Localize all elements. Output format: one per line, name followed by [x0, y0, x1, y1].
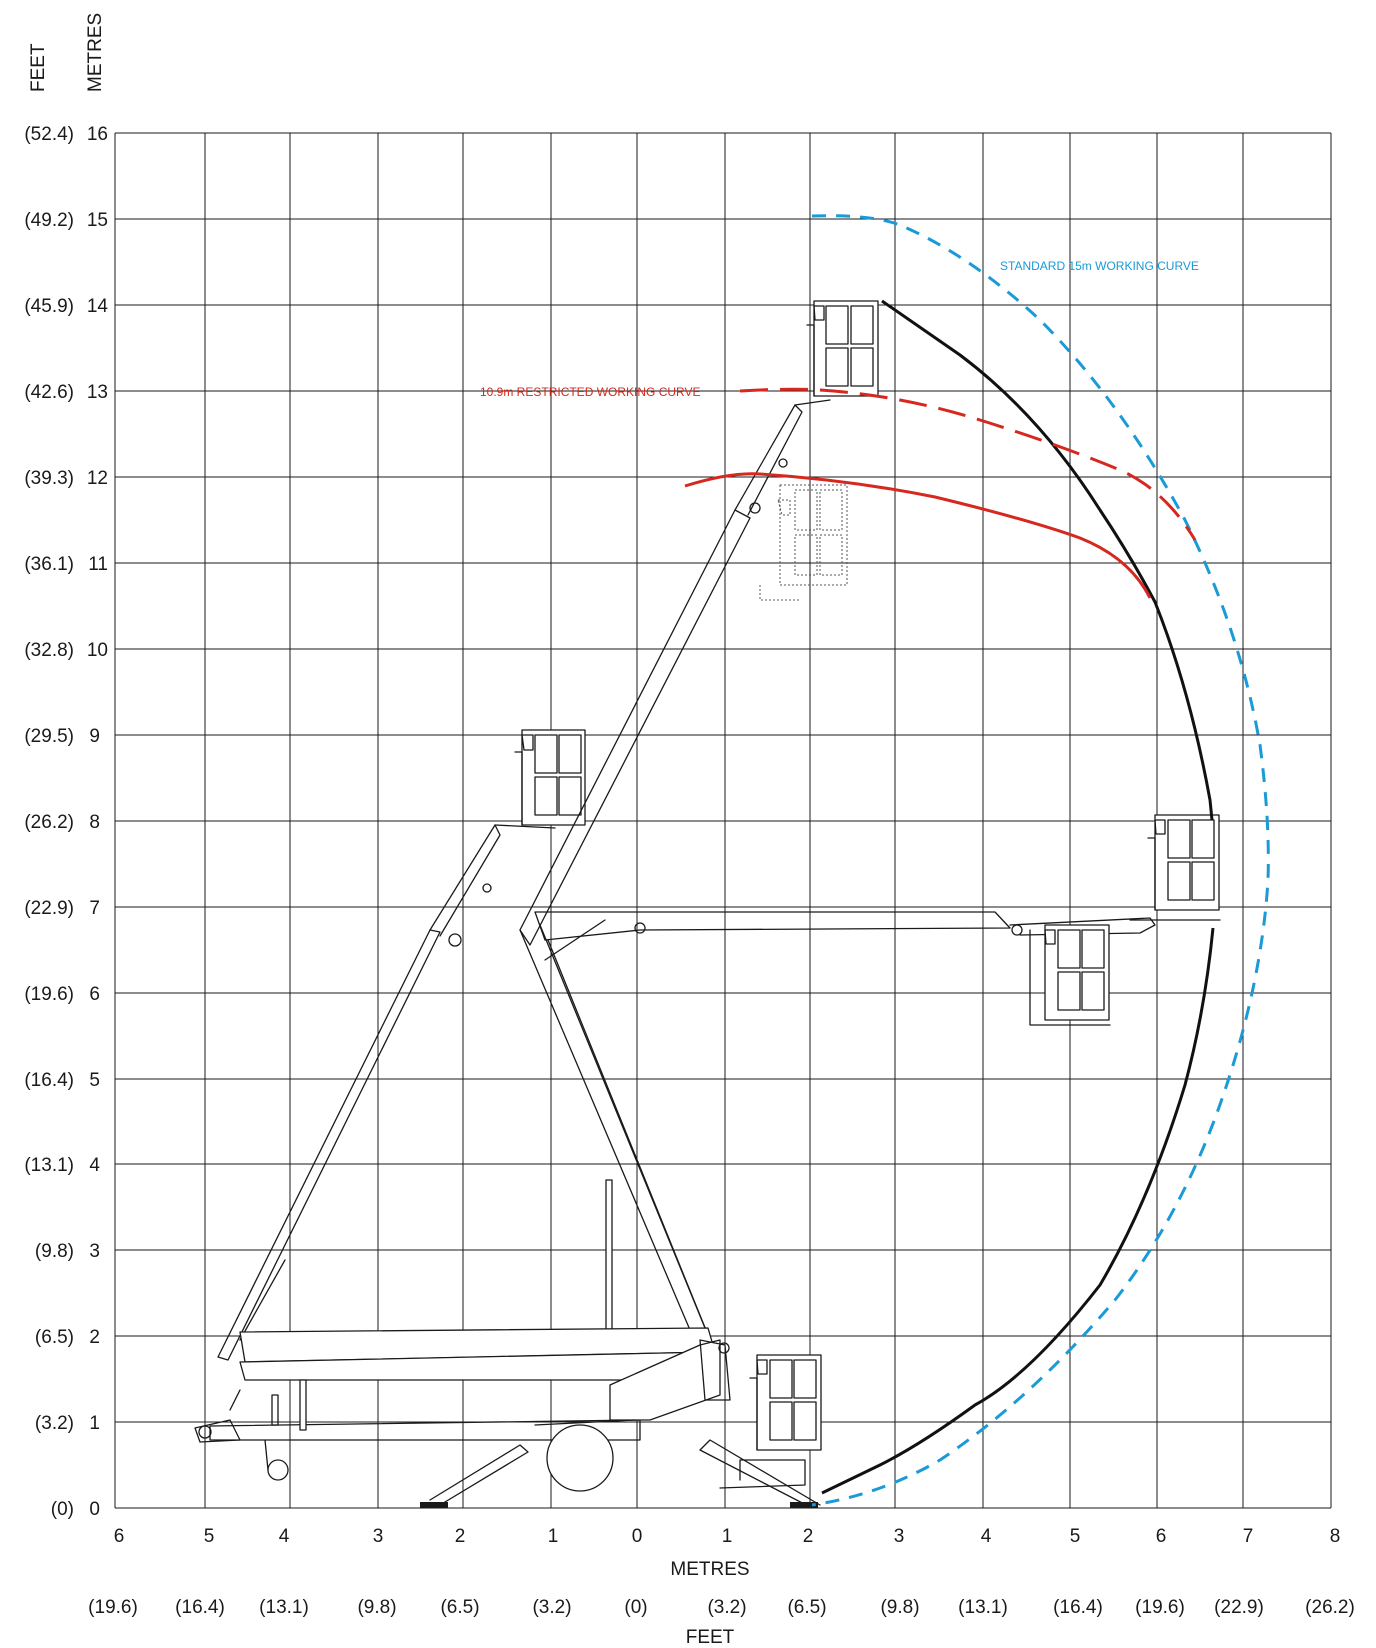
y-metre-tick: 7 [89, 898, 100, 919]
y-feet-tick: (9.8) [35, 1241, 74, 1262]
x-metre-tick: 3 [894, 1526, 905, 1547]
trailer-lift-illustration [194, 300, 1221, 1509]
platform-hanging [1029, 924, 1111, 1026]
y-axis-unit-metres: METRES [85, 13, 106, 92]
x-feet-tick: (6.5) [787, 1597, 826, 1618]
y-metre-tick: 8 [89, 812, 100, 833]
x-metre-tick: 2 [455, 1526, 466, 1547]
y-metre-tick: 3 [89, 1241, 100, 1262]
restricted-working-curve-dashed [739, 387, 1197, 541]
boom-position-horizontal [534, 814, 1221, 1026]
lower-arm [519, 924, 709, 1336]
restricted-curve-label: 10.9m RESTRICTED WORKING CURVE [480, 385, 700, 399]
y-feet-tick: (32.8) [24, 640, 74, 661]
x-feet-tick: (6.5) [440, 1597, 479, 1618]
grid [114, 132, 1332, 1509]
x-feet-tick: (3.2) [707, 1597, 746, 1618]
working-curves: STANDARD 15m WORKING CURVE 10.9m RESTRIC… [480, 214, 1270, 1507]
y-metre-tick: 5 [89, 1070, 100, 1091]
standard-curve-label: STANDARD 15m WORKING CURVE [1000, 259, 1199, 273]
x-feet-tick: (19.6) [1135, 1597, 1185, 1618]
y-feet-tick: (39.3) [24, 468, 74, 489]
y-feet-tick: (13.1) [24, 1155, 74, 1176]
boom-position-left [217, 729, 586, 1361]
wheel [546, 1424, 614, 1492]
y-feet-tick: (3.2) [35, 1413, 74, 1434]
x-metre-tick: 7 [1243, 1526, 1254, 1547]
x-metre-tick: 5 [204, 1526, 215, 1547]
y-feet-tick: (49.2) [24, 210, 74, 231]
chassis [194, 1327, 822, 1509]
x-metre-tick: 1 [722, 1526, 733, 1547]
y-feet-tick: (29.5) [24, 726, 74, 747]
x-feet-tick: (9.8) [880, 1597, 919, 1618]
y-feet-tick: (22.9) [24, 898, 74, 919]
y-feet-tick: (42.6) [24, 382, 74, 403]
x-feet-tick: (3.2) [532, 1597, 571, 1618]
platform-left [514, 729, 586, 826]
x-metre-tick: 4 [279, 1526, 290, 1547]
x-metre-tick: 0 [632, 1526, 643, 1547]
x-metre-tick: 6 [1156, 1526, 1167, 1547]
x-metre-tick: 8 [1330, 1526, 1341, 1547]
platform-stowed [719, 1354, 822, 1489]
outreach-envelope-lower-curve [821, 927, 1215, 1495]
x-metre-tick: 5 [1070, 1526, 1081, 1547]
platform-top [806, 300, 879, 397]
y-feet-tick: (0) [51, 1499, 74, 1520]
y-feet-tick: (16.4) [24, 1070, 74, 1091]
x-feet-tick: (22.9) [1214, 1597, 1264, 1618]
y-feet-tick: (45.9) [24, 296, 74, 317]
platform-far-right [1147, 814, 1220, 911]
y-metre-tick: 11 [88, 554, 108, 575]
y-metre-tick: 16 [87, 124, 108, 145]
y-metre-tick: 4 [89, 1155, 100, 1176]
x-metre-tick: 2 [803, 1526, 814, 1547]
x-axis-unit-feet: FEET [686, 1627, 735, 1648]
x-metre-tick: 6 [114, 1526, 125, 1547]
standard-working-curve [811, 214, 1270, 1507]
y-feet-tick: (6.5) [35, 1327, 74, 1348]
outreach-envelope-curve [881, 299, 1214, 821]
y-axis-unit-feet: FEET [28, 43, 49, 92]
y-metre-tick: 10 [87, 640, 108, 661]
x-feet-tick: (13.1) [958, 1597, 1008, 1618]
boom-position-top [519, 300, 879, 946]
x-feet-tick: (19.6) [88, 1597, 138, 1618]
y-feet-tick: (36.1) [24, 554, 74, 575]
x-metre-tick: 4 [981, 1526, 992, 1547]
x-feet-tick: (9.8) [357, 1597, 396, 1618]
y-metre-tick: 13 [87, 382, 108, 403]
y-metre-tick: 2 [89, 1327, 100, 1348]
x-feet-tick: (16.4) [175, 1597, 225, 1618]
y-feet-tick: (26.2) [24, 812, 74, 833]
x-axis-labels: 6 5 4 3 2 1 0 1 2 3 4 5 6 7 8 METRES (19… [88, 1526, 1355, 1648]
y-metre-tick: 9 [89, 726, 100, 747]
x-metre-tick: 3 [373, 1526, 384, 1547]
y-feet-tick: (52.4) [24, 124, 74, 145]
x-feet-tick: (26.2) [1305, 1597, 1355, 1618]
x-metre-tick: 1 [548, 1526, 559, 1547]
x-feet-tick: (16.4) [1053, 1597, 1103, 1618]
y-axis-labels: 0 1 2 3 4 5 6 7 8 9 10 11 12 13 14 15 16… [24, 13, 108, 1520]
y-metre-tick: 15 [87, 210, 108, 231]
y-metre-tick: 0 [89, 1499, 100, 1520]
y-metre-tick: 1 [89, 1413, 100, 1434]
y-metre-tick: 14 [87, 296, 109, 317]
ghost-platform [759, 484, 848, 601]
restricted-working-curve [684, 472, 1152, 599]
y-metre-tick: 12 [87, 468, 108, 489]
x-axis-unit-metres: METRES [670, 1559, 749, 1580]
y-feet-tick: (19.6) [24, 984, 74, 1005]
y-metre-tick: 6 [89, 984, 100, 1005]
x-feet-tick: (13.1) [259, 1597, 309, 1618]
x-feet-tick: (0) [624, 1597, 647, 1618]
